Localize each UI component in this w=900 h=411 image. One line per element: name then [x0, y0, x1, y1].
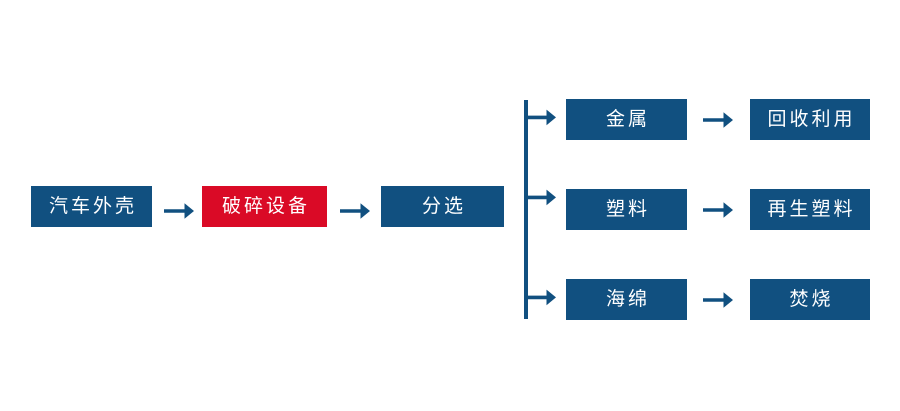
branch-arrow-right-icon-metal [527, 107, 556, 131]
arrow-right-icon-plastic-outcome [703, 197, 733, 223]
node-sorting[interactable]: 分选 [381, 186, 504, 227]
node-label: 分选 [421, 195, 466, 217]
branch-arrow-right-icon-sponge [527, 287, 556, 311]
arrow-right-icon-sponge-outcome [703, 287, 733, 313]
node-metal-outcome[interactable]: 回收利用 [750, 99, 870, 140]
node-shredder[interactable]: 破碎设备 [202, 186, 327, 227]
arrow-right-icon-main-2 [340, 198, 370, 224]
branch-arrow-right-icon-plastic [527, 187, 556, 211]
node-label: 海绵 [605, 288, 650, 310]
node-label: 回收利用 [767, 108, 856, 130]
node-metal-material[interactable]: 金属 [566, 99, 687, 140]
vertical-split-line [524, 100, 528, 319]
node-sponge-material[interactable]: 海绵 [566, 279, 687, 320]
node-sponge-outcome[interactable]: 焚烧 [750, 279, 870, 320]
node-label: 汽车外壳 [48, 195, 137, 217]
node-label: 焚烧 [789, 288, 834, 310]
node-plastic-material[interactable]: 塑料 [566, 189, 687, 230]
node-label: 金属 [605, 108, 650, 130]
arrow-right-icon-metal-outcome [703, 107, 733, 133]
node-label: 破碎设备 [221, 195, 310, 217]
node-plastic-outcome[interactable]: 再生塑料 [750, 189, 870, 230]
node-label: 再生塑料 [767, 198, 856, 220]
arrow-right-icon-main-1 [164, 198, 194, 224]
node-label: 塑料 [605, 198, 650, 220]
node-car-shell[interactable]: 汽车外壳 [31, 186, 152, 227]
